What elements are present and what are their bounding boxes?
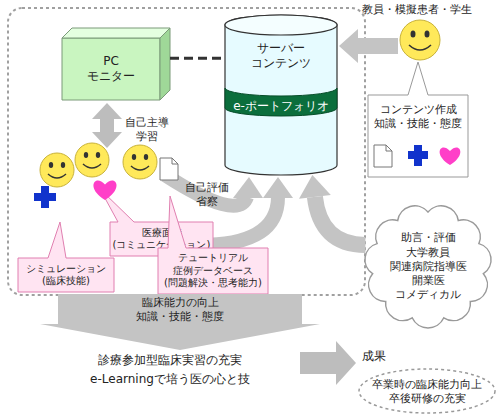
tutorial-callout: テュートリアル 症例データベース (問題解決・思考能力) bbox=[158, 248, 268, 294]
eye bbox=[132, 154, 136, 160]
eye bbox=[425, 31, 430, 38]
callout-shape bbox=[100, 189, 213, 256]
oval-shape bbox=[359, 369, 495, 413]
band-fill bbox=[225, 88, 337, 116]
arrow-head bbox=[263, 177, 293, 198]
node-label: サーバー コンテンツ bbox=[241, 41, 321, 71]
smile bbox=[48, 174, 66, 178]
smile bbox=[131, 166, 149, 170]
dashed-region bbox=[8, 8, 365, 295]
smile bbox=[83, 164, 101, 168]
simulation-callout: シミュレーション (臨床技能) bbox=[18, 258, 114, 292]
smile bbox=[409, 45, 431, 50]
arrow-head bbox=[299, 175, 331, 199]
smiley-face bbox=[75, 143, 109, 177]
double-arrow bbox=[92, 103, 122, 148]
eye bbox=[96, 152, 100, 158]
cross-bar bbox=[41, 186, 49, 208]
document-sheet bbox=[160, 158, 178, 180]
node-label: テュートリアル 症例データベース (問題解決・思考能力) bbox=[159, 252, 267, 290]
eye bbox=[49, 162, 53, 168]
smiley-face bbox=[40, 153, 74, 187]
face bbox=[40, 153, 74, 187]
node-label: e-ポートフォリオ bbox=[226, 99, 336, 114]
dashed-link bbox=[170, 58, 225, 59]
block-arrow bbox=[339, 29, 398, 63]
eye bbox=[61, 162, 65, 168]
smiley-face bbox=[400, 20, 440, 60]
callout-shape bbox=[18, 222, 114, 292]
box-front bbox=[62, 38, 160, 100]
cylinder-top bbox=[225, 15, 337, 35]
node-label: PC モニター bbox=[85, 54, 137, 84]
result-oval: 成果卒業時の臨床能力向上 卒後研修の充実 bbox=[358, 368, 496, 414]
blue-cross bbox=[34, 186, 56, 208]
eye bbox=[84, 152, 88, 158]
document-icon bbox=[160, 158, 178, 180]
text-label: 教員・模擬患者・学生 bbox=[362, 3, 472, 17]
eye bbox=[411, 31, 416, 38]
cylinder-body bbox=[225, 15, 337, 175]
node-label: コンテンツ作成 知識・技能・態度 bbox=[371, 103, 466, 131]
node-label: 助言・評価 bbox=[386, 231, 471, 245]
face bbox=[75, 143, 109, 177]
node-body-label: 大学教員 関連病院指導医 開業医 コメディカル bbox=[386, 246, 471, 301]
document-fold bbox=[172, 158, 178, 164]
flow-arrow bbox=[299, 175, 365, 245]
arrow-head bbox=[233, 177, 263, 198]
curved-arrow-body bbox=[165, 175, 247, 206]
connector-line bbox=[170, 57, 225, 60]
portfolio-band: e-ポートフォリオ bbox=[225, 88, 337, 116]
advice-cloud: 助言・評価大学教員 関連病院指導医 開業医 コメディカル bbox=[360, 200, 496, 332]
face bbox=[400, 20, 440, 60]
text-label: 自己評価 省察 bbox=[182, 181, 232, 209]
outcome-arrow: 臨床能力の向上 知識・技能・態度 bbox=[58, 294, 302, 350]
node-label: シミュレーション (臨床技能) bbox=[19, 263, 113, 288]
node-label: 成果 bbox=[362, 349, 386, 364]
callout-shape bbox=[158, 196, 268, 294]
connector-line bbox=[315, 197, 366, 245]
eye bbox=[144, 154, 148, 160]
node-body-label: 卒業時の臨床能力向上 卒後研修の充実 bbox=[370, 378, 485, 406]
text-label: e-Learningで培う医の心と技 bbox=[70, 372, 270, 387]
text-label: 診療参加型臨床実習の充実 bbox=[70, 353, 270, 368]
text-label: 自己主導学習 bbox=[124, 116, 170, 144]
server-cylinder: サーバー コンテンツ e-ポートフォリオ bbox=[225, 15, 337, 175]
box-top bbox=[62, 28, 170, 38]
node-label: 臨床能力の向上 知識・技能・態度 bbox=[130, 296, 230, 324]
smiley-face bbox=[123, 145, 157, 179]
cloud-shape bbox=[365, 206, 491, 328]
cross-bar bbox=[34, 193, 56, 201]
box-side bbox=[160, 28, 170, 100]
pc-monitor-box: PC モニター bbox=[62, 28, 170, 100]
face bbox=[123, 145, 157, 179]
content-callout: コンテンツ作成 知識・技能・態度 bbox=[368, 95, 468, 177]
block-arrow bbox=[300, 341, 356, 385]
callout-shape bbox=[368, 62, 468, 177]
down-arrow-shape bbox=[40, 294, 320, 350]
